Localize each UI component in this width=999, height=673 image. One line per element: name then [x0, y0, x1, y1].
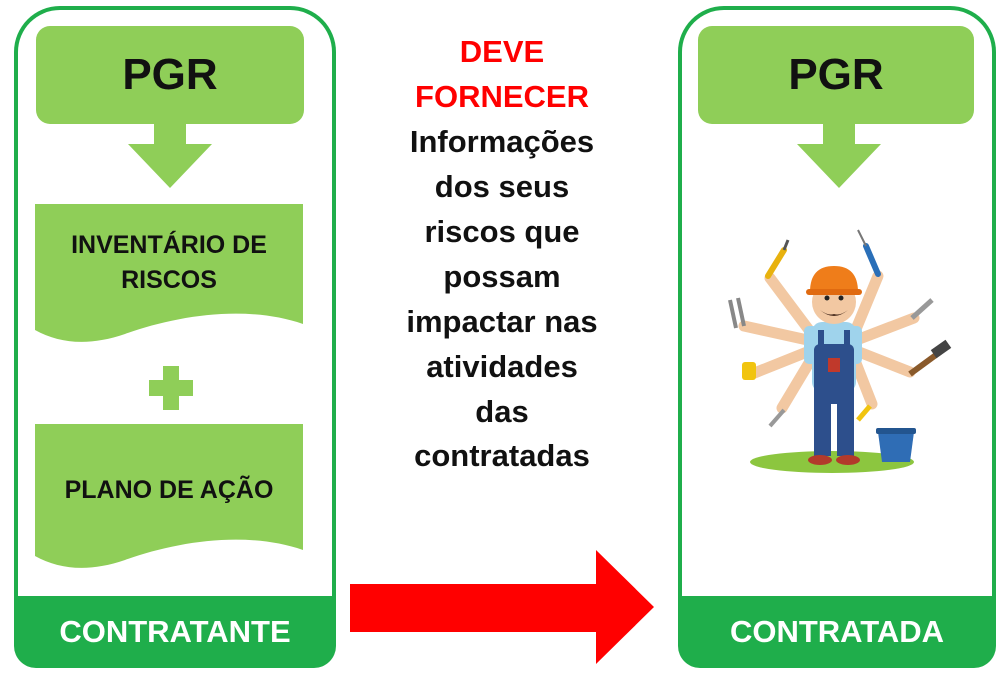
inventario-label: INVENTÁRIO DE RISCOS	[71, 231, 267, 294]
contratante-frame	[14, 6, 336, 606]
left-pgr-box: PGR	[36, 26, 304, 124]
body-line: das	[475, 393, 529, 429]
left-down-arrow	[128, 124, 212, 188]
body-line: possam	[443, 258, 561, 294]
right-pgr-title: PGR	[788, 50, 884, 99]
right-down-arrow	[797, 124, 881, 188]
contratada-label: CONTRATADA	[678, 596, 996, 668]
plano-doc-shape	[35, 424, 303, 568]
plano-label: PLANO DE AÇÃO	[64, 475, 274, 504]
contratada-frame	[678, 6, 996, 606]
plus-icon	[149, 366, 193, 410]
center-message: DEVE FORNECER Informações dos seus risco…	[362, 30, 642, 479]
fornecer-text: FORNECER	[415, 78, 589, 114]
multi-armed-worker-icon	[728, 229, 952, 473]
left-pgr-title: PGR	[122, 50, 218, 99]
right-pgr-box: PGR	[698, 26, 974, 124]
inventario-doc-shape	[35, 204, 303, 342]
body-line: dos seus	[434, 168, 570, 204]
body-line: atividades	[426, 348, 578, 384]
contratante-label: CONTRATANTE	[14, 596, 336, 668]
body-line: riscos que	[424, 213, 580, 249]
deve-text: DEVE	[459, 34, 545, 69]
body-line: Informações	[409, 123, 595, 159]
body-line: contratadas	[414, 438, 590, 474]
right-red-arrow	[350, 550, 654, 664]
body-line: impactar nas	[406, 303, 598, 339]
